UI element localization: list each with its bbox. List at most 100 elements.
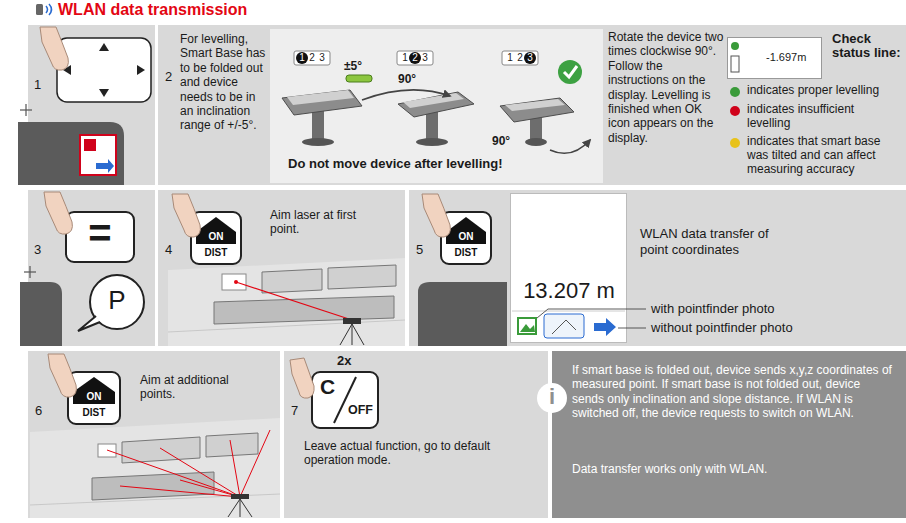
level-step-number: 2 [307, 52, 317, 64]
instruction-text: For levelling, Smart Base has to be fold… [180, 32, 268, 133]
key-label: C [320, 375, 335, 398]
room-scene [240, 430, 270, 497]
legend-text: indicates that smart base was tilted and… [747, 135, 900, 176]
step-number: 4 [165, 242, 172, 258]
room-scene [160, 448, 240, 497]
angle-label: ±5° [344, 59, 362, 73]
title-icon [46, 6, 48, 13]
level-indicator [524, 52, 536, 64]
step-number: 1 [34, 77, 41, 93]
key-label: ON [441, 231, 491, 242]
key-label: OFF [348, 404, 373, 418]
rotation-arrow [550, 140, 590, 153]
key-symbol: = [66, 213, 134, 253]
level-step-number: 1 [505, 52, 515, 64]
level-step-number: 1 [400, 52, 410, 64]
device-on-smart-base [403, 93, 464, 108]
ok-icon [558, 60, 582, 84]
device-on-smart-base [525, 138, 547, 146]
legend-text: indicates proper levelling [747, 84, 900, 98]
room-scene [343, 318, 361, 324]
press-count: 2x [337, 353, 351, 369]
device-on-smart-base [302, 138, 334, 146]
status-value: -1.697m [766, 51, 806, 64]
info-text: Data transfer works only with WLAN. [572, 462, 892, 476]
finger [422, 194, 450, 237]
room-scene [222, 274, 246, 290]
level-indicator [502, 51, 538, 65]
rotation-arrow [362, 90, 590, 153]
room-scene [214, 296, 394, 324]
page-title: WLAN data transmission [58, 1, 247, 19]
key-button [66, 212, 134, 262]
info-icon [537, 383, 567, 413]
level-step-number: 1 [297, 52, 307, 64]
finger [172, 194, 200, 237]
angle-label: 90° [492, 134, 510, 148]
level-step-number: 3 [420, 52, 430, 64]
room-scene [230, 440, 240, 497]
ok-icon [564, 66, 577, 77]
leader-line [537, 309, 646, 318]
navigation-pad [99, 43, 109, 51]
level-step-number: 3 [525, 52, 535, 64]
key-button [68, 372, 120, 424]
leader-line [618, 328, 646, 329]
level-indicator [294, 51, 538, 65]
device-on-smart-base [398, 92, 474, 117]
device-on-smart-base [282, 90, 574, 146]
finger [44, 192, 450, 398]
display-letter: P [103, 286, 131, 315]
finger [48, 354, 76, 397]
level-step-number: 2 [410, 52, 420, 64]
title-icon [49, 4, 52, 15]
device-body [96, 159, 114, 173]
legend-row: indicates that smart base was tilted and… [728, 135, 900, 176]
display-icons [544, 314, 584, 338]
instruction-text: WLAN data transfer of point coordinates [640, 226, 800, 257]
legend-swatch [730, 87, 740, 97]
room-scene [262, 269, 322, 293]
step-number: 6 [35, 403, 42, 419]
room-scene [340, 324, 364, 345]
device-body [18, 122, 124, 185]
device-on-smart-base [416, 138, 448, 146]
bubble-level [346, 75, 372, 82]
room-scene [328, 265, 396, 289]
status-icons [731, 42, 739, 72]
finger [44, 192, 72, 234]
room-scene [30, 418, 280, 518]
room-scene [107, 450, 240, 497]
status-icons [731, 42, 739, 50]
device-body [18, 122, 124, 185]
key-label: DIST [441, 247, 491, 258]
key-label: DIST [68, 407, 120, 418]
info-icon [537, 383, 567, 413]
device-on-smart-base [312, 110, 324, 142]
instruction-text: Leave actual function, go to default ope… [304, 439, 529, 468]
callout-text: with pointfinder photo [651, 301, 891, 317]
legend-swatch [730, 138, 740, 148]
device-on-smart-base [282, 90, 362, 115]
key-label: DIST [191, 247, 241, 258]
display-icons [518, 318, 536, 334]
device-body [418, 282, 507, 346]
device-on-smart-base [505, 99, 565, 111]
navigation-pad [99, 89, 109, 97]
speech-bubble [78, 316, 100, 331]
level-indicator [409, 52, 421, 64]
level-step-number: 3 [317, 52, 327, 64]
title-icon [36, 4, 43, 15]
navigation-pad [57, 38, 151, 102]
leader-line [537, 309, 646, 328]
level-indicator [294, 51, 330, 65]
rotation-arrow [362, 90, 450, 100]
room-scene [30, 258, 405, 518]
status-heading: Check status line: [832, 32, 902, 61]
legend-row: indicates insufficient levelling [728, 103, 900, 131]
angle-label: 90° [398, 72, 416, 86]
ok-icon [558, 60, 582, 84]
level-indicator [296, 52, 308, 64]
legend-row: indicates proper levelling [728, 84, 900, 98]
